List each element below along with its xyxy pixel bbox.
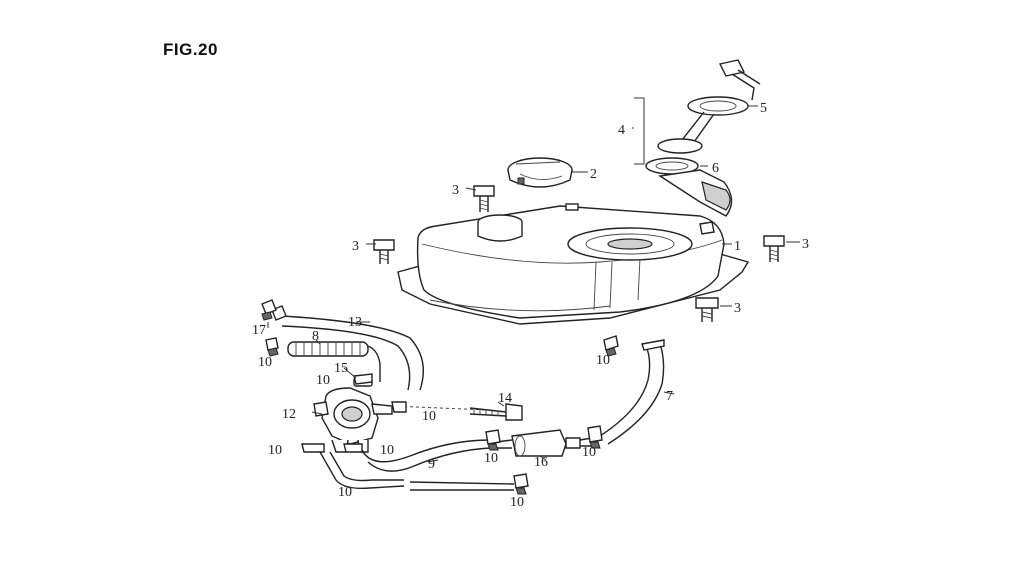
fuel-tank [397, 203, 750, 325]
callout-12: 12 [282, 407, 296, 422]
callout-10-hose-7: 10 [596, 353, 610, 368]
fuel-pump-assembly [645, 59, 761, 217]
callout-10-upper-left: 10 [258, 355, 272, 370]
callout-3-right: 3 [802, 237, 809, 252]
clamp-10-hose-9 [485, 429, 501, 451]
callout-1: 1 [734, 239, 741, 254]
callout-10-valve-bottom-left: 10 [268, 443, 282, 458]
callout-7: 7 [666, 389, 673, 404]
callout-15: 15 [334, 361, 348, 376]
callout-9: 9 [428, 457, 435, 472]
callout-4: 4 [618, 123, 625, 138]
bolt-top [473, 185, 495, 212]
bolt-front [695, 297, 719, 322]
fuel-filter [495, 429, 593, 457]
callout-14: 14 [498, 391, 512, 406]
callout-10-hose-11: 10 [510, 495, 524, 510]
clamp-17 [261, 299, 277, 321]
callout-labels: 1 2 3 3 3 3 4 5 6 7 8 9 10 10 10 10 10 1… [252, 101, 809, 510]
callout-3-left: 3 [352, 239, 359, 254]
clamp-10-valve-bottom-right [343, 443, 363, 453]
callout-17: 17 [252, 323, 266, 338]
callout-10-valve-right: 10 [422, 409, 436, 424]
clamp-10-hose-11 [513, 473, 529, 495]
valve-bolt [469, 403, 523, 421]
callout-6: 6 [712, 161, 719, 176]
fuel-hose-9 [361, 439, 491, 472]
leader-lines [267, 97, 800, 489]
bolt-left [373, 239, 395, 264]
fuel-cap [507, 157, 573, 188]
clamp-10-upper-left [265, 337, 279, 357]
bolt-right [763, 235, 785, 262]
fuel-valve [313, 377, 393, 453]
callout-10-hose-9: 10 [484, 451, 498, 466]
clamp-10-valve-top [353, 373, 373, 385]
callout-10-valve-lower-left: 10 [338, 485, 352, 500]
clamp-10-valve-right [391, 401, 407, 413]
fuel-hose-11 [319, 451, 515, 491]
clamp-10-filter-right [587, 425, 603, 449]
callout-16: 16 [534, 455, 548, 470]
callout-8: 8 [312, 329, 319, 344]
callout-10-filter-right: 10 [582, 445, 596, 460]
clamp-10-valve-bottom-left [301, 443, 325, 453]
vent-hose [271, 305, 424, 391]
clamp-10-hose-7 [603, 335, 619, 357]
callout-10-valve-bottom-right: 10 [380, 443, 394, 458]
callout-10-valve-top: 10 [316, 373, 330, 388]
callout-3-front: 3 [734, 301, 741, 316]
spring-hose [287, 341, 381, 382]
callout-2: 2 [590, 167, 597, 182]
callout-3-top: 3 [452, 183, 459, 198]
figure-title: FIG.20 [163, 40, 218, 59]
callout-13: 13 [348, 315, 362, 330]
callout-5: 5 [760, 101, 767, 116]
fuel-hose-7 [599, 339, 665, 445]
